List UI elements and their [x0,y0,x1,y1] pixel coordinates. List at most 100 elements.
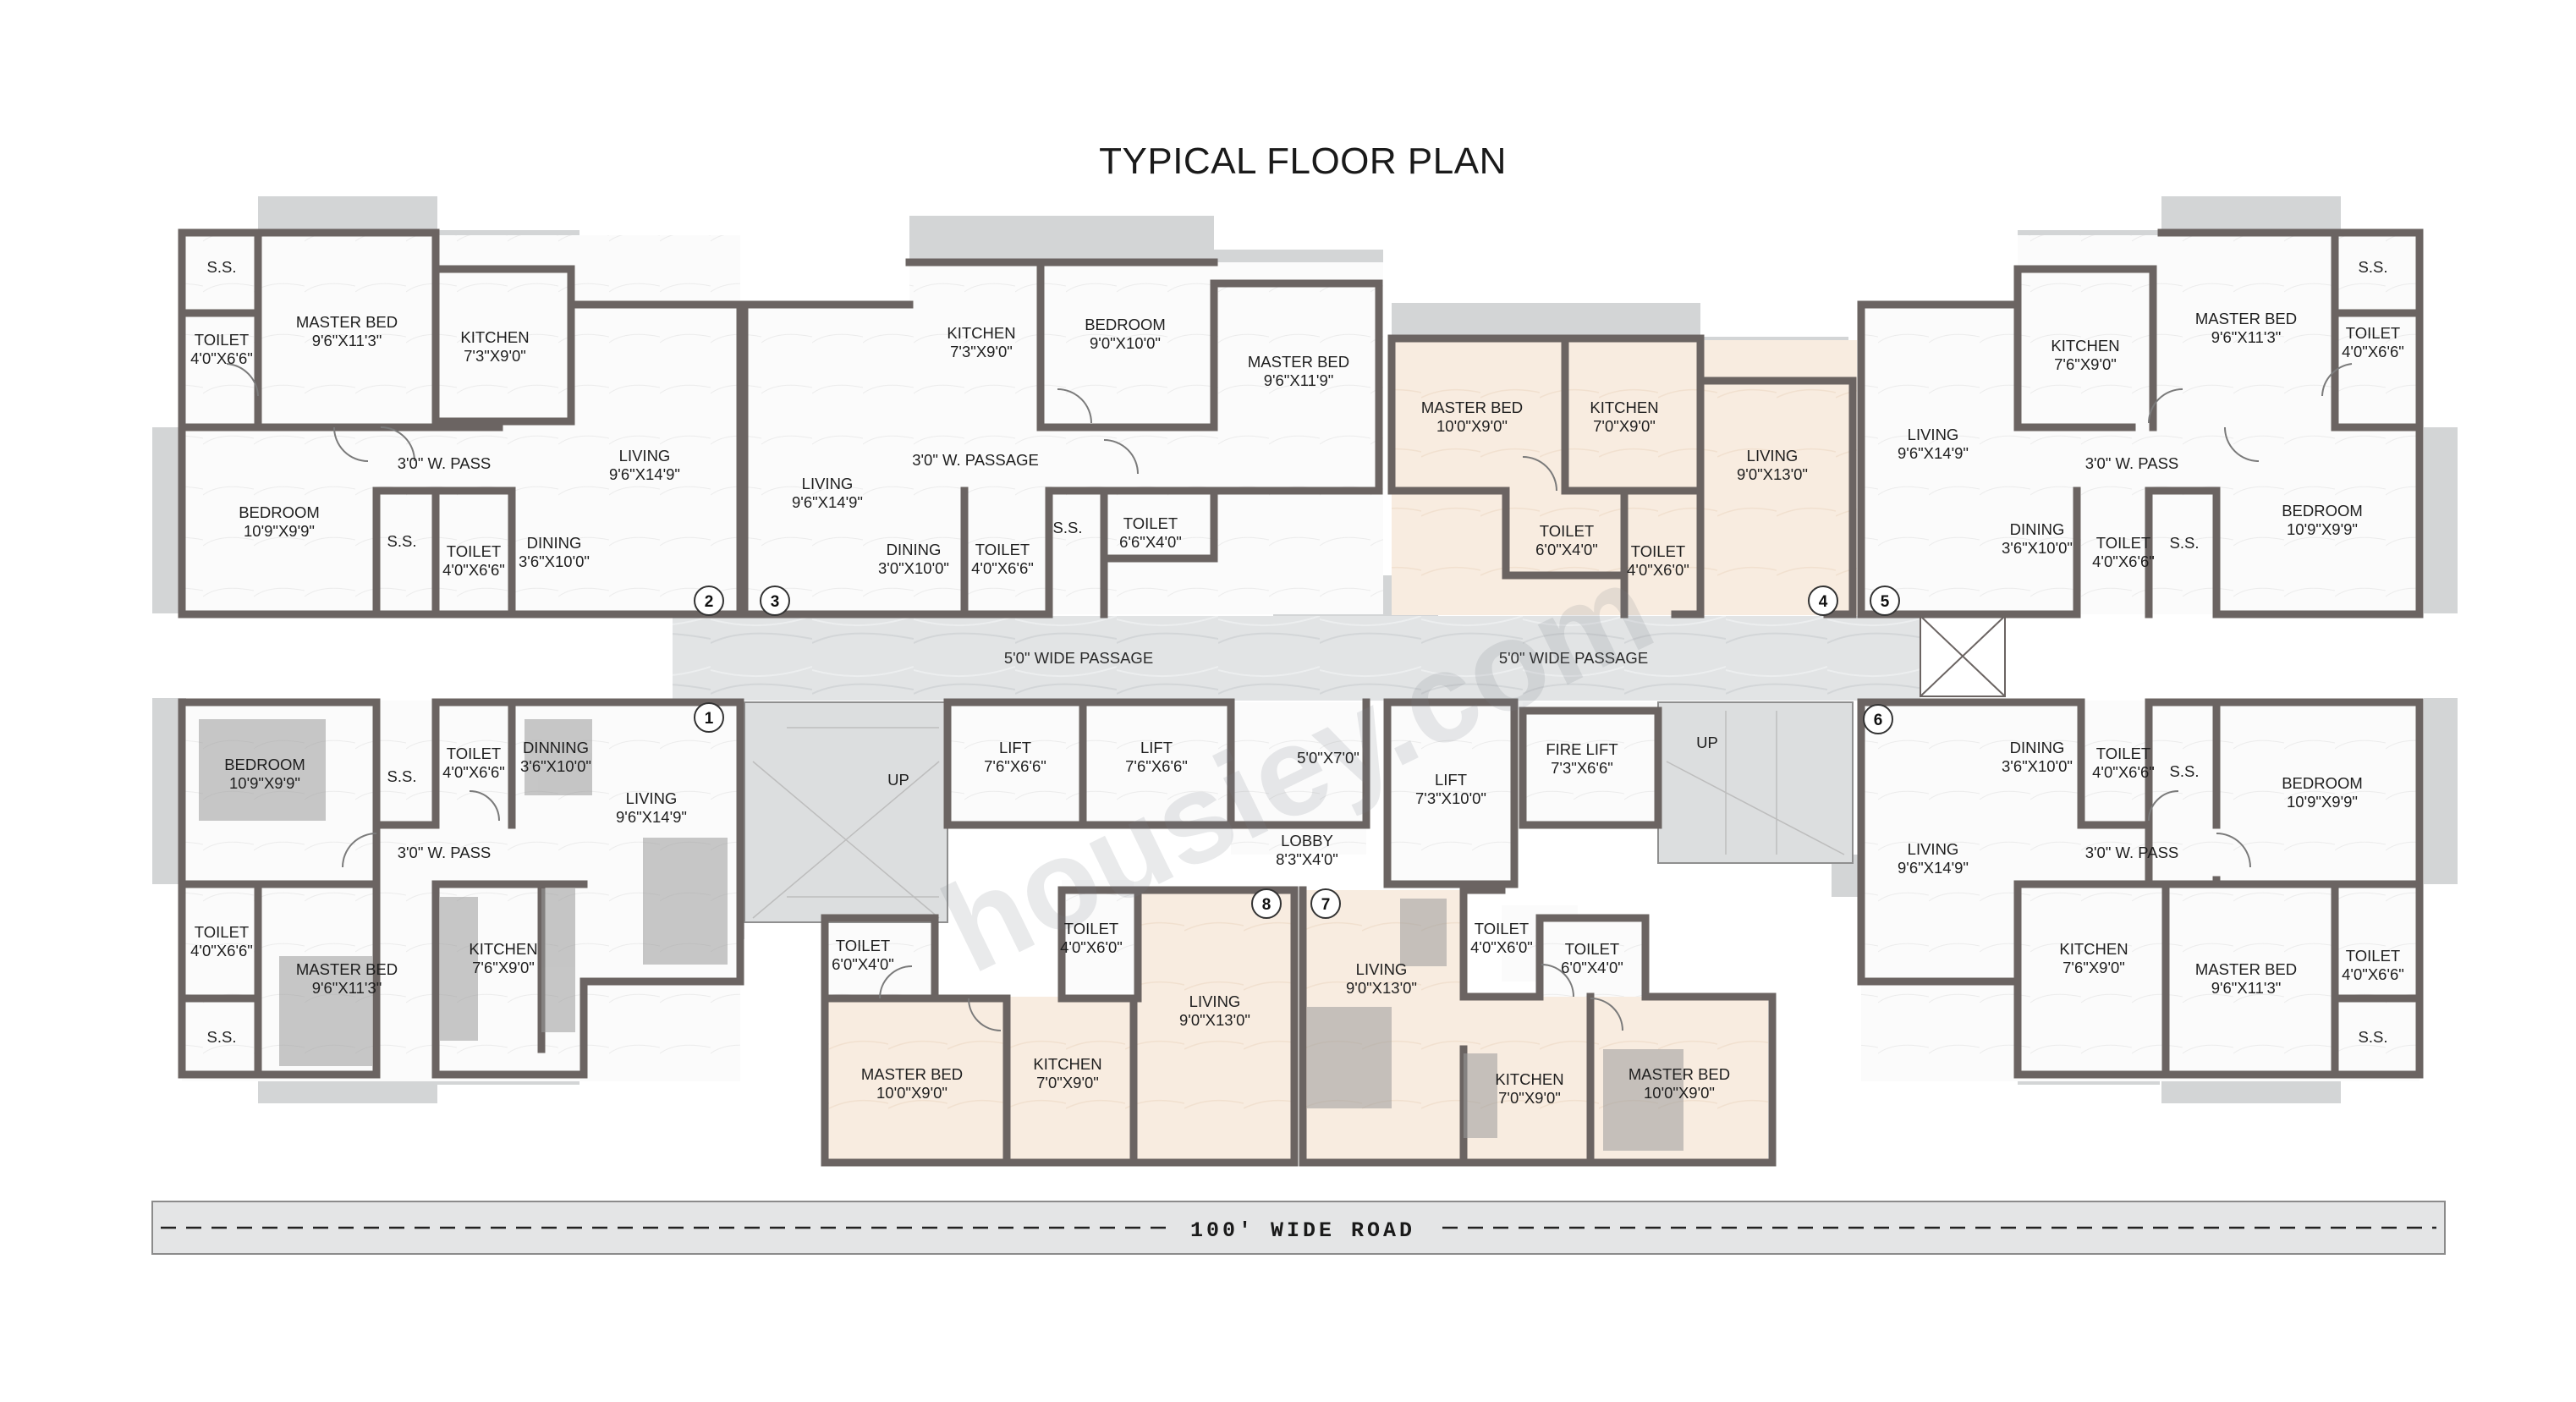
room-label: S.S. [207,1028,237,1046]
room-label: S.S. [387,532,417,550]
doors [226,363,2353,1031]
plan-title: TYPICAL FLOOR PLAN [1099,140,1507,182]
svg-text:3: 3 [771,593,780,611]
room-label: S.S. [2170,534,2200,552]
flat-marker: 3 [760,586,790,616]
flat-markers: 1 2 3 4 5 6 7 8 [694,586,1900,919]
svg-text:1: 1 [705,710,714,728]
room-label: 3'0" W. PASSAGE [912,451,1039,469]
duct-cross [1920,615,2006,697]
room-label: 3'0" W. PASS [2085,844,2179,861]
svg-text:4: 4 [1819,593,1828,611]
room-label: UP [887,771,909,789]
road-label: 100' WIDE ROAD [1190,1218,1415,1243]
flat-marker: 1 [694,702,724,733]
room-label: S.S. [2359,258,2388,276]
svg-text:8: 8 [1262,896,1272,914]
room-label: UP [1696,734,1718,751]
flat-marker: 2 [694,586,724,616]
flat-marker: 8 [1251,888,1282,919]
room-label: 3'0" W. PASS [398,844,492,861]
svg-text:7: 7 [1321,896,1331,914]
passage-label-right: 5'0" WIDE PASSAGE [1499,649,1648,667]
room-label: S.S. [2359,1028,2388,1046]
room-label: 3'0" W. PASS [2085,454,2179,472]
room-label: S.S. [207,258,237,276]
svg-text:2: 2 [705,593,714,611]
svg-text:6: 6 [1874,712,1883,729]
beige-floors [825,340,1857,1163]
room-label: 3'0" W. PASS [398,454,492,472]
furniture [199,719,1683,1151]
room-label: S.S. [2170,762,2200,780]
stairs-left [744,701,948,923]
room-label: 5'0"X7'0" [1297,749,1359,767]
flat-marker: 7 [1310,888,1341,919]
svg-text:5: 5 [1881,593,1890,611]
main-passage [673,616,1920,701]
road: 100' WIDE ROAD [151,1201,2446,1255]
stairs-right [1657,701,1854,864]
room-label: S.S. [1053,519,1083,536]
flat-marker: 4 [1808,586,1838,616]
flat-marker: 5 [1870,586,1900,616]
room-label: S.S. [387,767,417,785]
passage-label-left: 5'0" WIDE PASSAGE [1004,649,1153,667]
